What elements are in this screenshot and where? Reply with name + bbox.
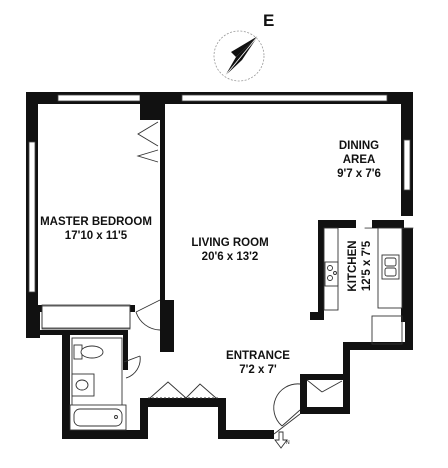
entrance-label: ENTRANCE 7'2 x 7'	[218, 349, 298, 377]
compass-arrow-icon	[213, 30, 265, 82]
entrance-closet-doors	[148, 381, 218, 399]
bedroom-door	[135, 299, 161, 331]
entrance-name: ENTRANCE	[226, 350, 290, 362]
master-bedroom-size: 17'10 x 11'5	[64, 230, 128, 242]
entry-marker-letter: N	[286, 440, 290, 446]
master-bedroom-name: MASTER BEDROOM	[40, 216, 152, 228]
living-room-size: 20'6 x 13'2	[201, 251, 259, 263]
bedroom-closet-door	[136, 121, 159, 163]
dining-area-name-2: AREA	[342, 154, 376, 166]
living-room-label: LIVING ROOM 20'6 x 13'2	[180, 236, 280, 264]
hall-closet-door	[306, 379, 343, 393]
entry-door	[273, 383, 301, 435]
kitchen-label: KITCHEN 12'5 x 7'5	[346, 236, 380, 296]
bathroom	[69, 337, 141, 431]
dining-area-size: 9'7 x 7'6	[337, 168, 381, 180]
living-room-name: LIVING ROOM	[191, 237, 269, 249]
master-bedroom-label: MASTER BEDROOM 17'10 x 11'5	[34, 215, 158, 243]
kitchen-name: KITCHEN	[347, 240, 359, 292]
dining-area-name-1: DINING	[338, 140, 380, 152]
kitchen-fixtures	[323, 227, 403, 345]
compass-letter: E	[263, 11, 275, 30]
bedroom-closet	[41, 304, 131, 330]
dining-area-label: DINING AREA 9'7 x 7'6	[326, 139, 392, 181]
entry-arrow-icon	[274, 431, 288, 449]
entrance-size: 7'2 x 7'	[239, 364, 277, 376]
kitchen-size: 12'5 x 7'5	[361, 240, 373, 292]
